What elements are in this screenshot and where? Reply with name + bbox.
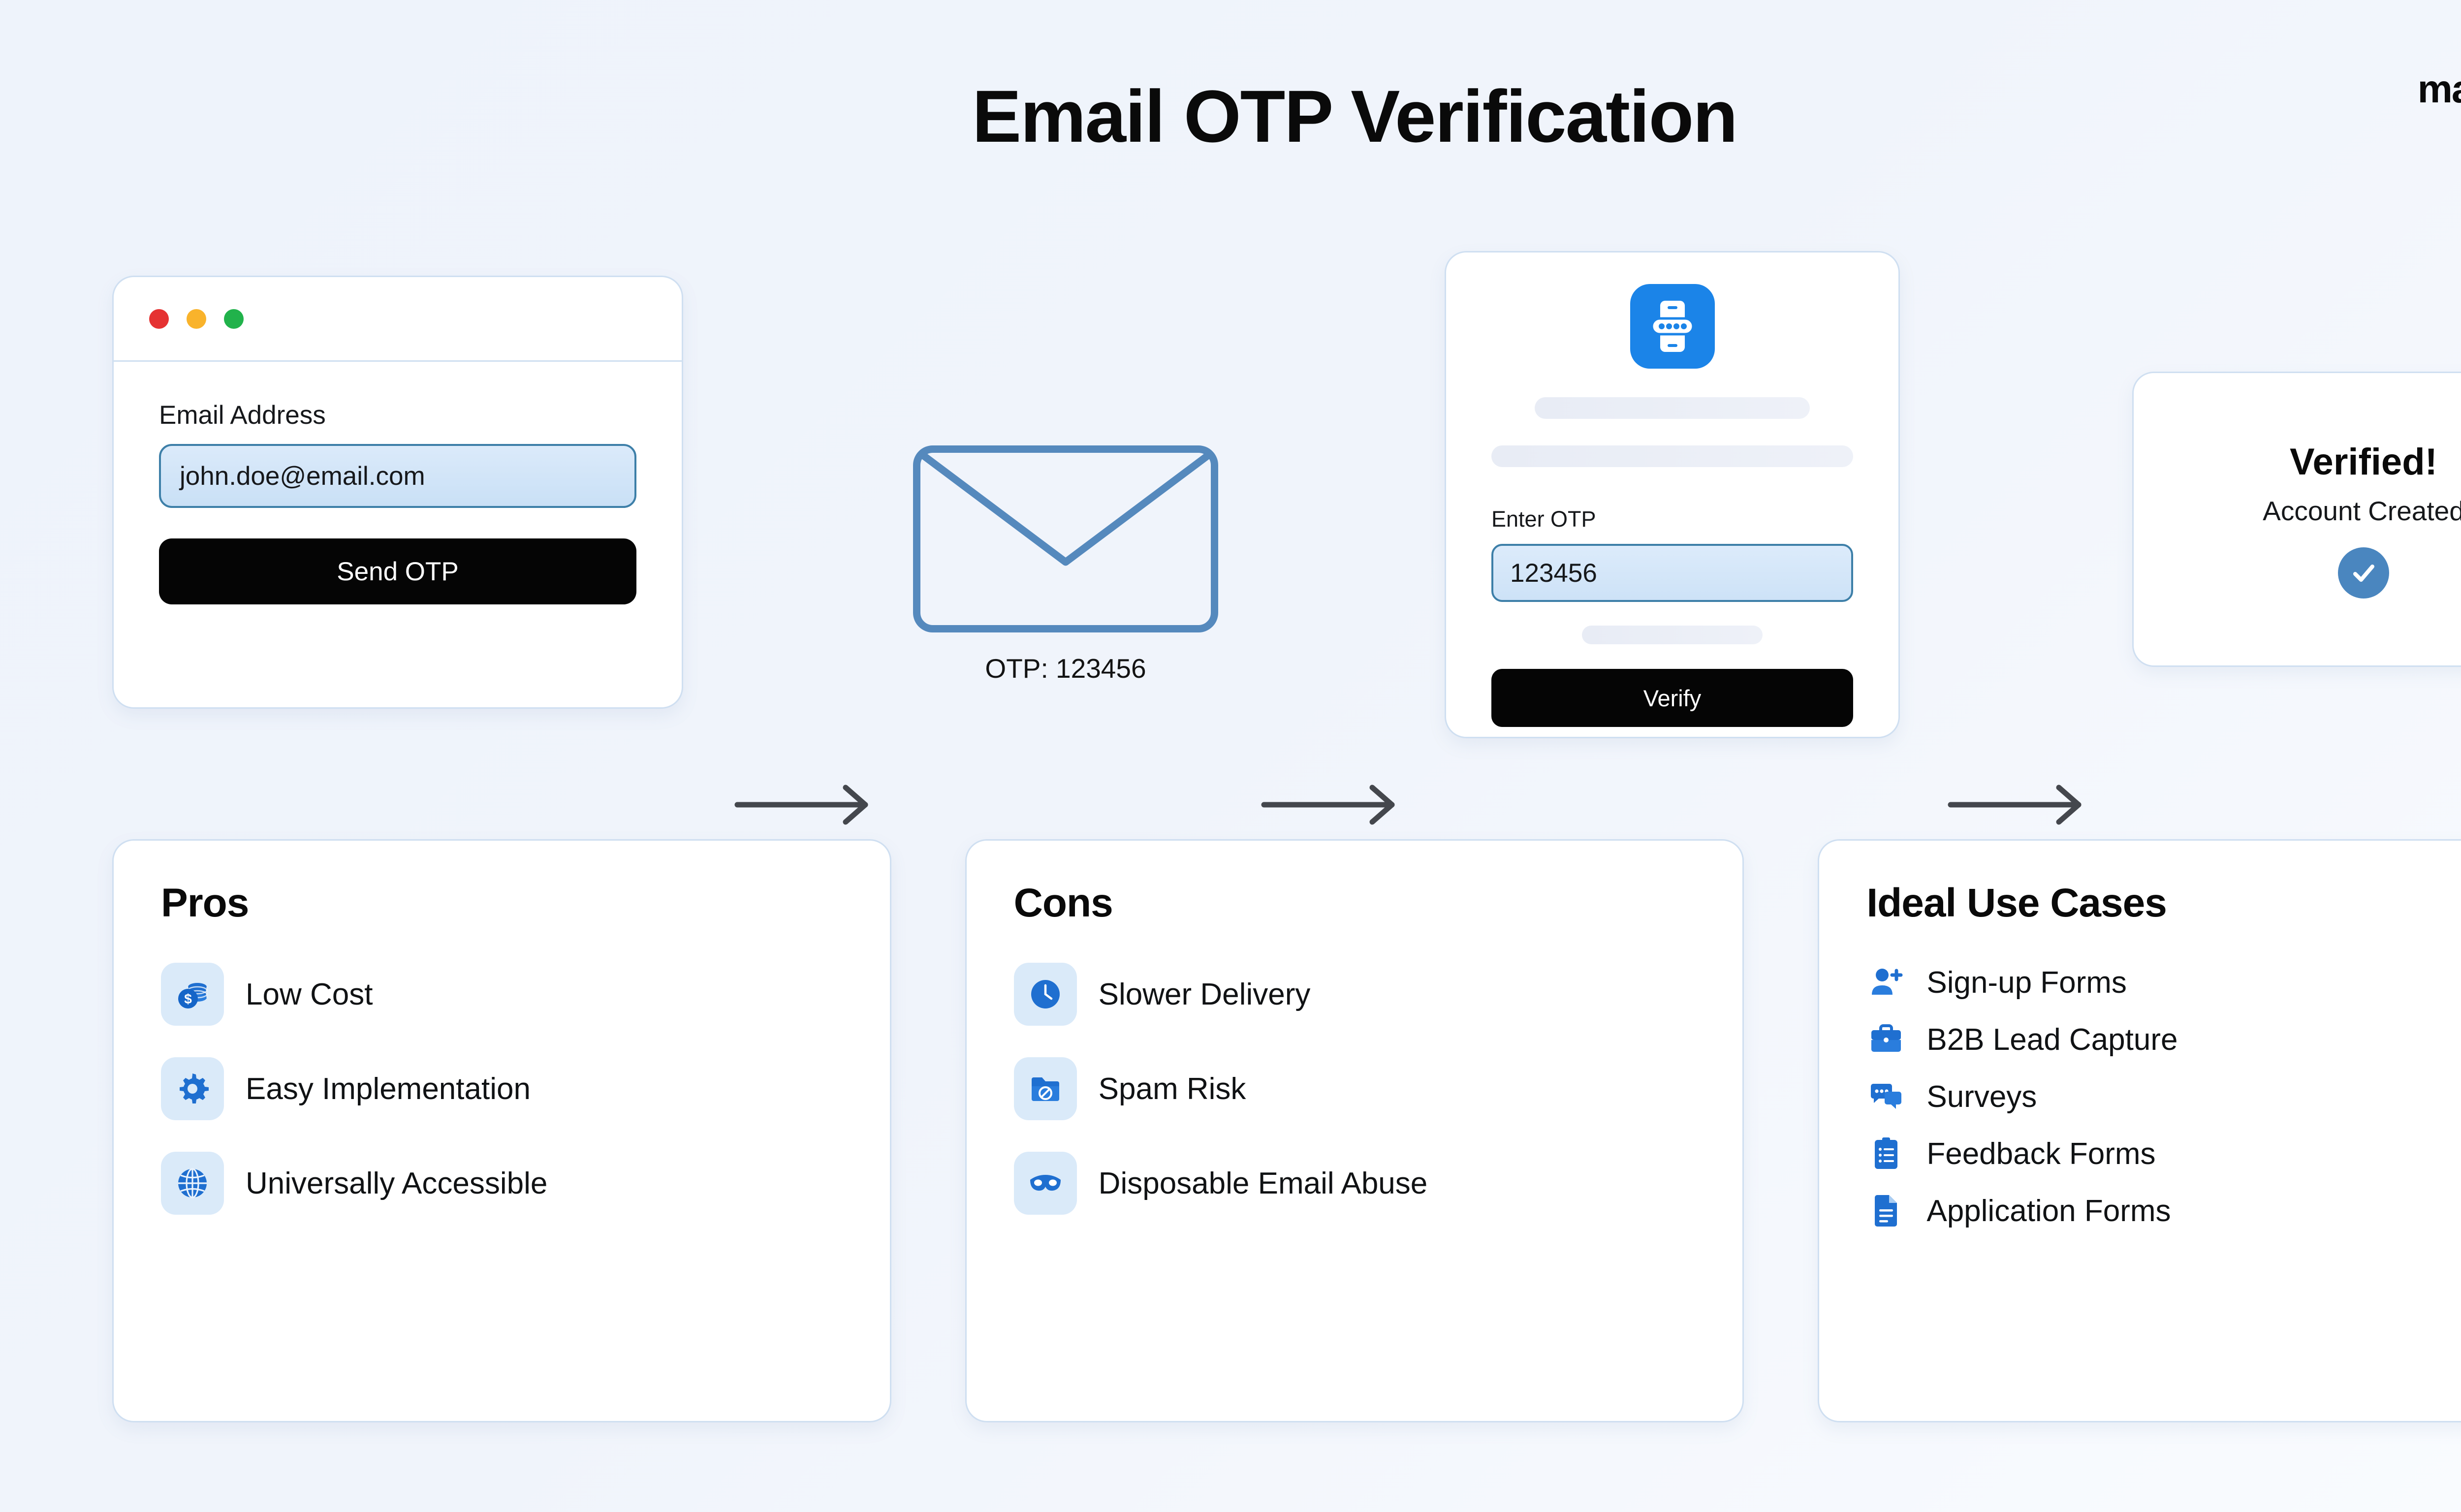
feature-label: Slower Delivery [1098, 977, 1311, 1011]
cons-list: Slower Delivery Spam Risk [1013, 963, 1743, 1215]
verification-flow: Email Address john.doe@email.com Send OT… [0, 251, 2461, 825]
verified-success-card: Verified! Account Created [2132, 372, 2461, 667]
feature-label: Disposable Email Abuse [1098, 1166, 1428, 1200]
coins-icon: $ [161, 963, 224, 1026]
use-case-label: Surveys [1926, 1079, 2037, 1114]
list-item: Feedback Forms [1866, 1134, 2461, 1173]
list-item: $ Low Cost [161, 963, 890, 1026]
pros-list: $ Low Cost Easy Implementation [161, 963, 890, 1215]
info-panels: Pros $ Low Cost [112, 839, 2461, 1422]
send-otp-button[interactable]: Send OTP [159, 538, 636, 604]
document-icon [1866, 1191, 1906, 1230]
globe-icon [161, 1152, 224, 1215]
flow-arrow-2-icon [1260, 783, 1403, 827]
spam-folder-icon [1013, 1057, 1077, 1120]
flow-arrow-1-icon [733, 783, 876, 827]
cons-panel: Cons Slower Delivery [965, 839, 1744, 1422]
feature-label: Spam Risk [1098, 1071, 1246, 1106]
close-traffic-light-icon[interactable] [149, 309, 169, 329]
pros-panel: Pros $ Low Cost [112, 839, 891, 1422]
skeleton-line-3 [1581, 626, 1763, 644]
gear-icon [161, 1057, 224, 1120]
flow-arrow-3-icon [1947, 783, 2089, 827]
otp-field-label: Enter OTP [1491, 506, 1596, 532]
briefcase-icon [1866, 1020, 1906, 1059]
verified-subtitle: Account Created [2263, 495, 2461, 526]
skeleton-line-2 [1491, 445, 1853, 467]
email-field-label: Email Address [159, 401, 326, 430]
verify-button[interactable]: Verify [1491, 669, 1853, 727]
list-item: Easy Implementation [161, 1057, 890, 1120]
email-input[interactable]: john.doe@email.com [159, 444, 636, 508]
list-item: Universally Accessible [161, 1152, 890, 1215]
list-item: Application Forms [1866, 1191, 2461, 1230]
envelope-otp-text: OTP: 123456 [985, 653, 1146, 684]
feature-label: Easy Implementation [246, 1071, 531, 1106]
list-item: Disposable Email Abuse [1013, 1152, 1743, 1215]
envelope-flap-icon [920, 453, 1211, 625]
feature-label: Low Cost [246, 977, 373, 1011]
otp-entry-card: Enter OTP 123456 Verify [1445, 251, 1900, 738]
page-title: Email OTP Verification [972, 75, 1738, 158]
list-item: Spam Risk [1013, 1057, 1743, 1120]
list-item: Surveys [1866, 1077, 2461, 1116]
minimize-traffic-light-icon[interactable] [187, 309, 206, 329]
svg-text:$: $ [184, 991, 192, 1007]
verified-title: Verified! [2290, 441, 2437, 483]
use-case-label: Sign-up Forms [1926, 965, 2127, 1000]
use-case-label: Application Forms [1926, 1194, 2171, 1228]
browser-content: Email Address john.doe@email.com Send OT… [114, 362, 682, 604]
phone-passcode-icon [1630, 284, 1715, 369]
list-item: Slower Delivery [1013, 963, 1743, 1026]
makeforms-logo: makeforms.io [2418, 66, 2461, 112]
browser-window-card: Email Address john.doe@email.com Send OT… [112, 276, 683, 709]
browser-titlebar [114, 277, 682, 362]
maximize-traffic-light-icon[interactable] [224, 309, 244, 329]
person-add-icon [1866, 963, 1906, 1002]
use-case-label: B2B Lead Capture [1926, 1022, 2178, 1057]
logo-name: makeforms [2417, 67, 2461, 111]
list-item: B2B Lead Capture [1866, 1020, 2461, 1059]
cons-heading: Cons [1013, 881, 1113, 925]
pros-heading: Pros [161, 881, 249, 925]
use-case-label: Feedback Forms [1926, 1136, 2156, 1171]
ideal-use-cases-panel: Ideal Use Cases Sign-up Forms [1818, 839, 2461, 1422]
use-case-list: Sign-up Forms B2B Lead Capture [1866, 963, 2461, 1230]
skeleton-line-1 [1535, 397, 1810, 419]
clipboard-list-icon [1866, 1134, 1906, 1173]
email-envelope-icon: OTP: 123456 [913, 445, 1218, 684]
clock-icon [1013, 963, 1077, 1026]
ideal-use-cases-heading: Ideal Use Cases [1866, 881, 2167, 925]
mask-icon [1013, 1152, 1077, 1215]
otp-input[interactable]: 123456 [1491, 544, 1853, 602]
list-item: Sign-up Forms [1866, 963, 2461, 1002]
feature-label: Universally Accessible [246, 1166, 548, 1200]
chat-bubbles-icon [1866, 1077, 1906, 1116]
check-circle-icon [2338, 547, 2389, 598]
